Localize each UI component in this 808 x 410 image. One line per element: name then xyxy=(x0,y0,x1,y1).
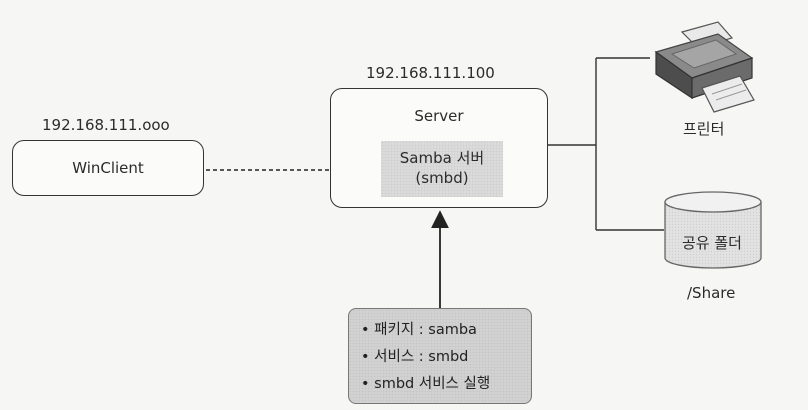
info-service-line: • 서비스 : smbd xyxy=(361,349,469,365)
client-ip-label: 192.168.111.ooo xyxy=(42,116,170,134)
shared-folder-disk-icon xyxy=(664,191,762,269)
samba-server-label: Samba 서버 xyxy=(399,149,485,167)
shared-folder-label: 공유 폴더 xyxy=(682,234,742,252)
info-package-line: • 패키지 : samba xyxy=(361,322,477,338)
server-name: Server xyxy=(414,107,464,125)
samba-server-block: Samba 서버 (smbd) xyxy=(381,141,503,197)
client-name: WinClient xyxy=(72,159,144,177)
client-node: WinClient xyxy=(12,140,204,196)
printer-label: 프린터 xyxy=(683,120,725,138)
server-node: Server Samba 서버 (smbd) xyxy=(330,88,548,208)
shared-folder-path: /Share xyxy=(687,284,736,302)
server-ip-label: 192.168.111.100 xyxy=(366,64,495,82)
info-run-line: • smbd 서비스 실행 xyxy=(361,376,491,392)
samba-info-box: • 패키지 : samba • 서비스 : smbd • smbd 서비스 실행 xyxy=(348,308,532,404)
printer-icon xyxy=(654,21,755,113)
samba-daemon-label: (smbd) xyxy=(415,169,469,187)
